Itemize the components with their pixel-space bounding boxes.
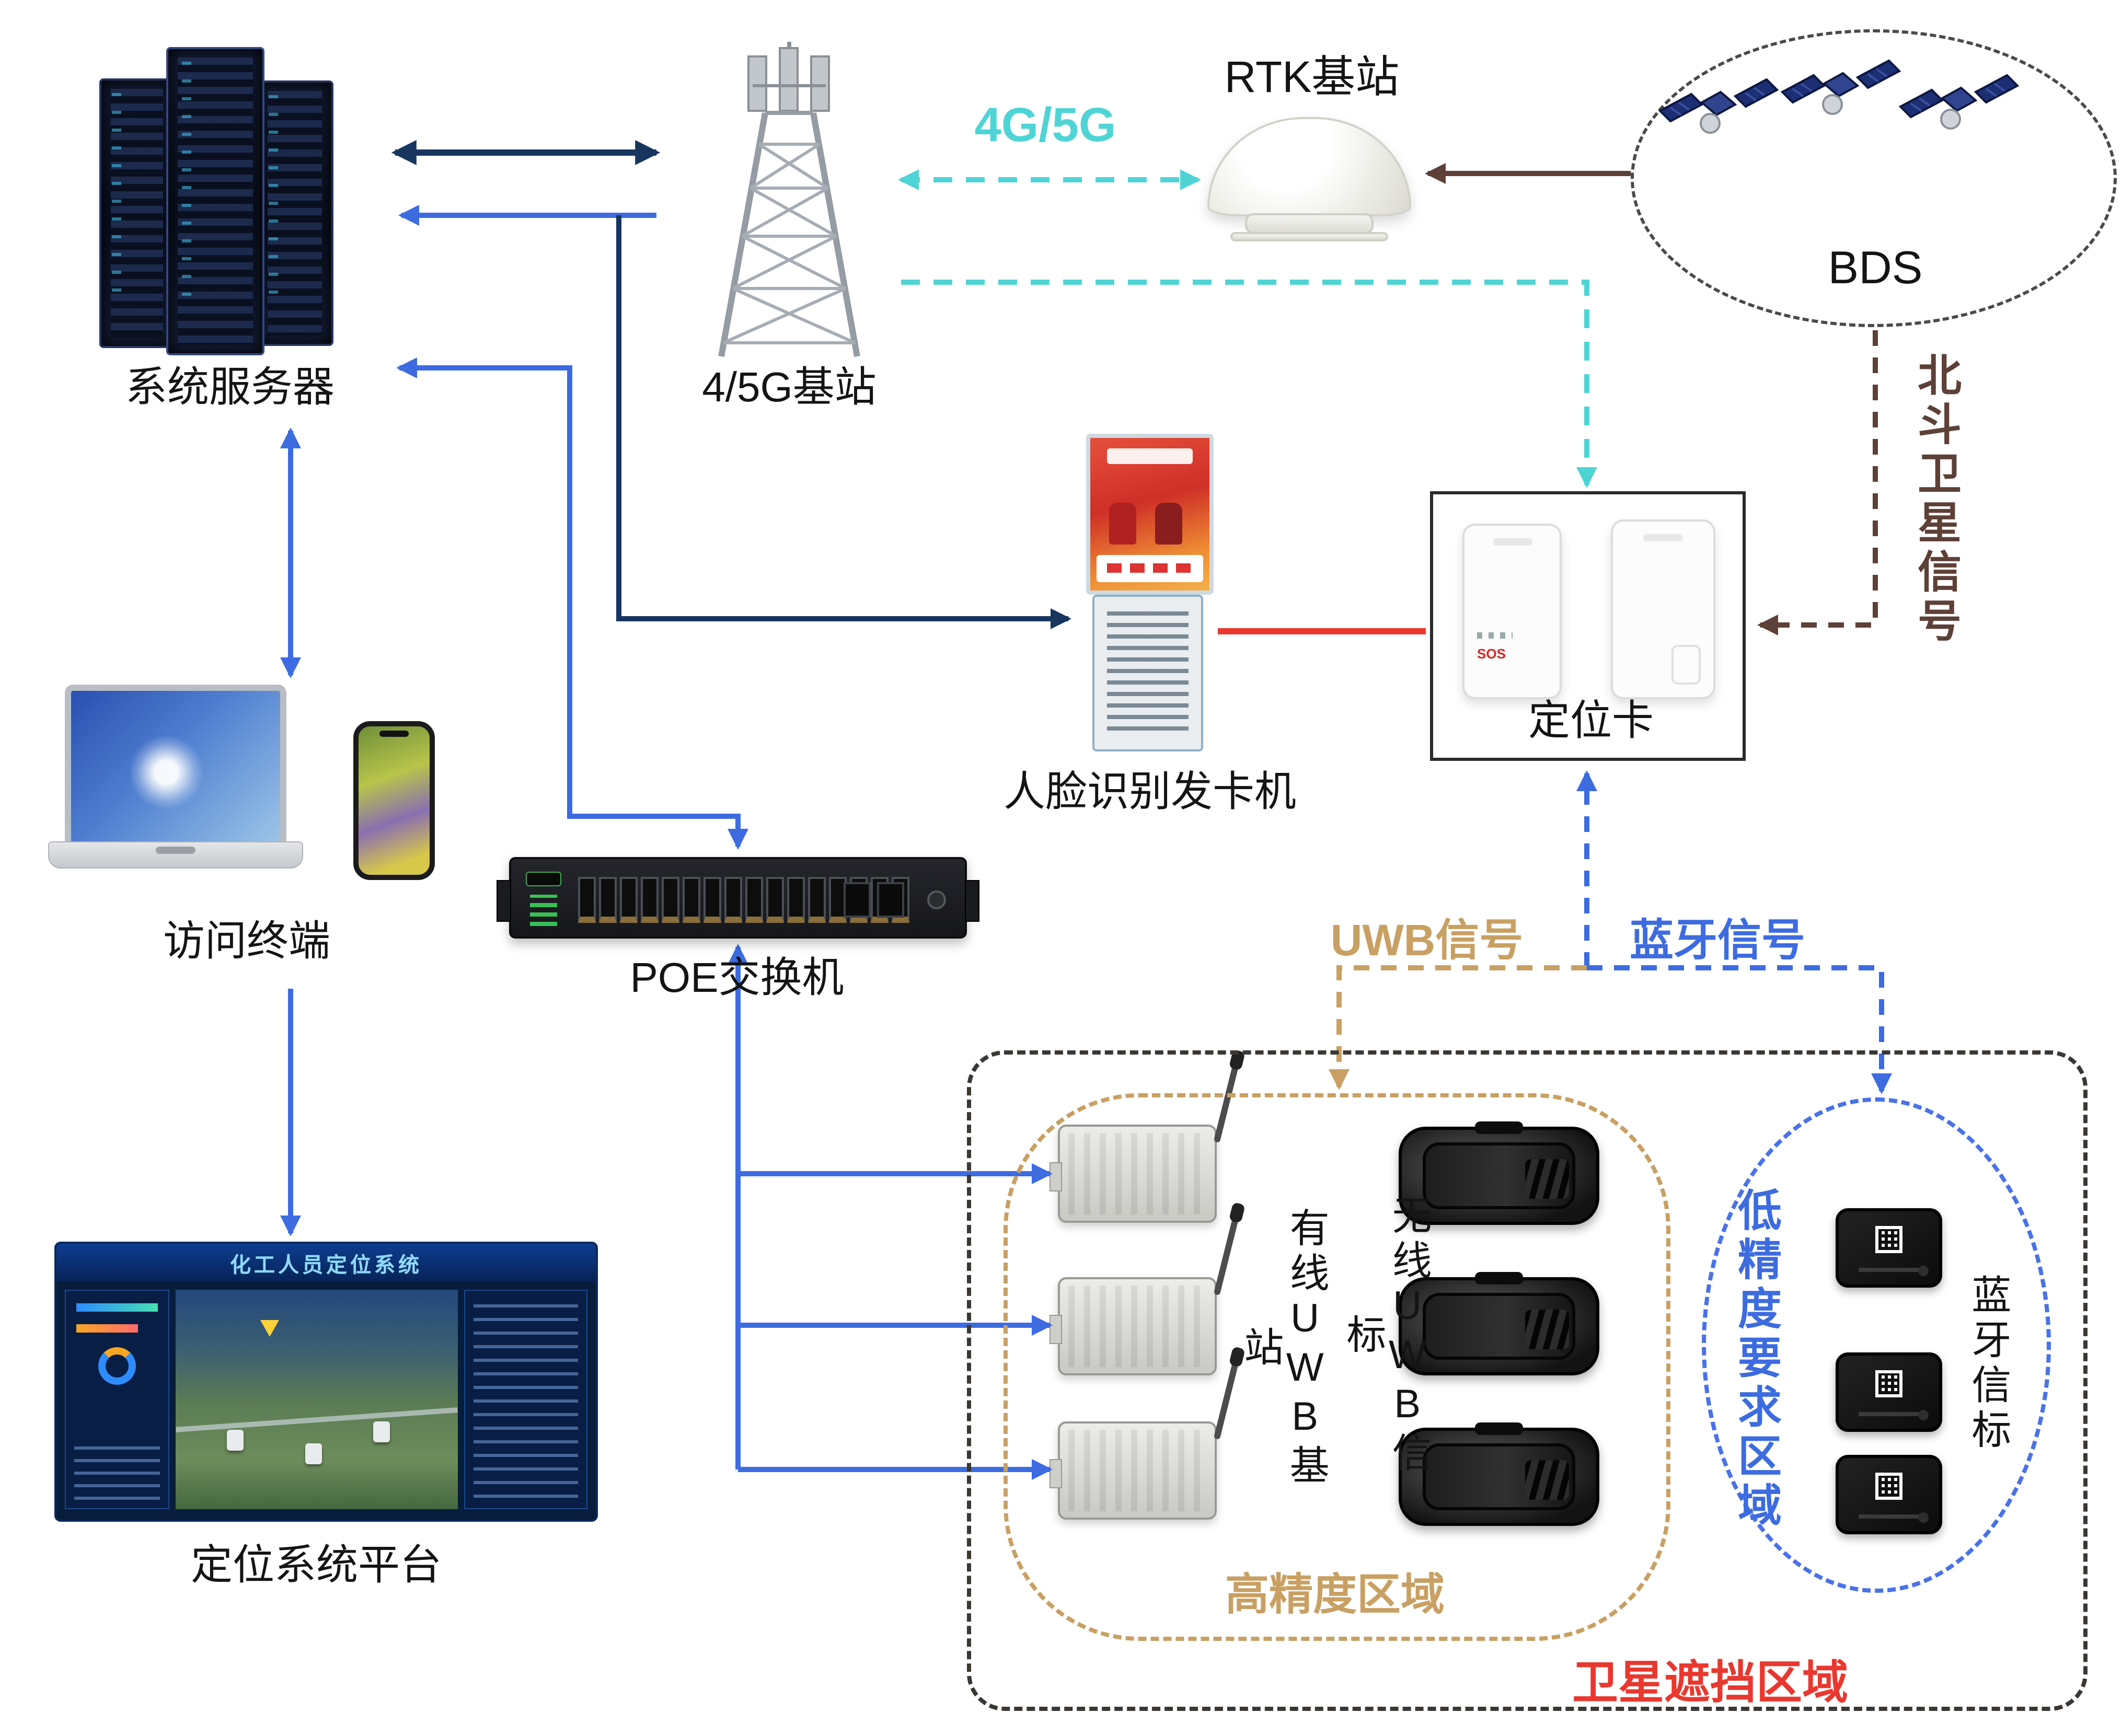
- switch-sfp-ports: [844, 882, 904, 918]
- base-station-label: 4/5G基站: [702, 365, 877, 411]
- locator-card: [1611, 519, 1715, 699]
- map-road: [176, 1407, 458, 1432]
- link-tower-card: [901, 280, 1597, 488]
- wireless-uwb-label: 无线UWB信标: [1340, 1195, 1429, 1477]
- map-tank: [305, 1443, 322, 1464]
- cellular-signal-label: 4G/5G: [974, 97, 1116, 152]
- mini-bar-chart: [76, 1303, 158, 1312]
- server-rack: [256, 80, 333, 346]
- wired-uwb-station: [1050, 1361, 1239, 1520]
- kiosk-poster-figure: [1109, 503, 1136, 545]
- platform-screen-title: 化工人员定位系统: [230, 1254, 422, 1277]
- map-pin-icon: [260, 1320, 279, 1337]
- map-tank: [373, 1421, 390, 1442]
- bt-beacon-label: 蓝牙信标: [1965, 1274, 2009, 1454]
- uwb-signal-label: UWB信号: [1330, 916, 1524, 965]
- laptop-base: [48, 841, 303, 869]
- switch-logo: [526, 872, 561, 886]
- low-precision-zone: [1702, 1097, 2051, 1593]
- tag-clip: [1475, 1422, 1523, 1435]
- phone: [353, 721, 435, 880]
- platform-right-panel: [464, 1290, 587, 1509]
- kiosk-image: [1082, 434, 1218, 753]
- kiosk-poster-figure: [1155, 503, 1182, 545]
- satellite-blocked-label: 卫星遮挡区域: [1572, 1658, 1848, 1709]
- rtk-flange: [1230, 232, 1388, 241]
- wireless-uwb-tag: [1399, 1272, 1599, 1375]
- poe-switch-label: POE交换机: [630, 955, 844, 1001]
- server-rack: [99, 78, 175, 348]
- bds-label: BDS: [1828, 242, 1923, 294]
- high-precision-zone: [1004, 1093, 1670, 1641]
- map-tank: [226, 1430, 244, 1451]
- server-image: [99, 47, 350, 361]
- bt-signal-label: 蓝牙信号: [1629, 916, 1805, 965]
- mini-bar-chart: [76, 1324, 138, 1333]
- high-precision-label: 高精度区域: [1225, 1570, 1445, 1619]
- locator-card-box: SOS 定位卡: [1430, 491, 1746, 761]
- rtk-antenna-image: [1207, 117, 1411, 248]
- switch-mount-ear: [497, 880, 511, 922]
- mini-table-rows: [74, 1437, 160, 1500]
- kiosk-body: [1092, 595, 1203, 751]
- cell-tower-image: [718, 42, 860, 357]
- switch-mount-ear: [965, 880, 979, 922]
- link-server-switch: [396, 357, 748, 850]
- server-rack: [166, 47, 264, 355]
- poe-switch-image: [497, 857, 979, 939]
- kiosk-screen: [1086, 434, 1214, 595]
- link-bds-card: [1757, 330, 1878, 635]
- tag-clip: [1475, 1121, 1523, 1134]
- platform-map-view: [176, 1290, 458, 1509]
- bds-orbit-ellipse: [1631, 29, 2117, 327]
- beidou-signal-label: 北斗卫星信号: [1912, 352, 1961, 647]
- low-precision-label: 低精度要求区域: [1732, 1187, 1781, 1531]
- card-led-dots: [1477, 632, 1513, 639]
- server-label: 系统服务器: [125, 365, 335, 411]
- kiosk-label: 人脸识别发卡机: [1004, 769, 1296, 815]
- platform-label: 定位系统平台: [191, 1543, 442, 1589]
- card-sos-text: SOS: [1477, 646, 1506, 662]
- switch-power-button: [927, 890, 946, 909]
- kiosk-poster-caption: [1097, 555, 1203, 582]
- platform-left-panel: [65, 1290, 169, 1509]
- terminal-label: 访问终端: [163, 919, 330, 965]
- wireless-uwb-tag: [1399, 1422, 1599, 1526]
- laptop-screen: [65, 685, 286, 841]
- locator-card-label: 定位卡: [1528, 698, 1654, 744]
- platform-title-bar: 化工人员定位系统: [56, 1244, 596, 1281]
- platform-screenshot: 化工人员定位系统: [54, 1242, 598, 1522]
- wired-uwb-station: [1050, 1217, 1239, 1375]
- mini-donut-chart: [98, 1347, 136, 1385]
- locator-card: SOS: [1462, 524, 1562, 699]
- tag-clip: [1475, 1272, 1523, 1284]
- card-button: [1671, 645, 1701, 685]
- satellite-icon: [1781, 60, 1900, 115]
- rtk-dome: [1207, 117, 1411, 216]
- satellite-icon: [1899, 74, 2019, 130]
- kiosk-poster-title: [1106, 448, 1193, 464]
- wired-uwb-label: 有线UWB基站: [1237, 1207, 1327, 1489]
- rtk-label: RTK基站: [1224, 52, 1400, 101]
- switch-ports: [578, 877, 909, 923]
- satellite-icon: [1659, 78, 1778, 134]
- switch-led-strip: [530, 895, 557, 926]
- rtk-base: [1245, 213, 1374, 234]
